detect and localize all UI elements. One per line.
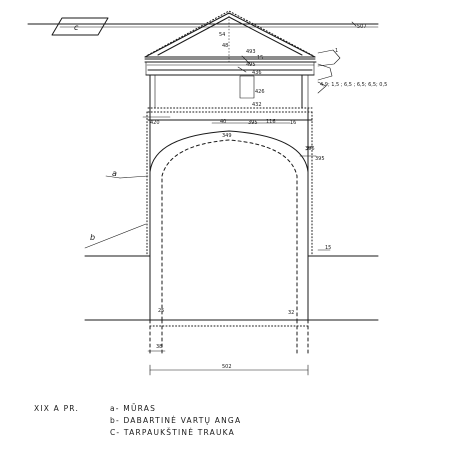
legend-b: b- DABARTINĖ VARTŲ ANGA [110, 416, 241, 425]
dim-38: 38 [156, 344, 162, 350]
dim-pediment-top: 54 [219, 32, 225, 38]
dim-396-r: 396 [305, 146, 315, 152]
ground-lines: 15 25 32 [84, 245, 379, 327]
dim-15-lvl: 15 [325, 245, 331, 251]
dim-15: 15 [257, 55, 263, 61]
right-note: 4,9; 1,5 ; 6,5 ; 6,5; 6,5; 0,5 [320, 82, 387, 88]
dim-426: 426 [255, 89, 265, 95]
dim-349: 349 [222, 133, 232, 139]
legend-period: XIX A PR. [34, 404, 79, 413]
dim-48: 48 [222, 43, 228, 49]
dim-32-r: 32 [288, 310, 294, 316]
dim-116: 116 [266, 119, 276, 125]
dim-507: 507 [357, 24, 367, 30]
legend-c: C- TARPAUKŠTINĖ TRAUKA [110, 428, 235, 437]
leaders: a b [84, 169, 149, 249]
dim-16: 16 [290, 120, 296, 126]
dim-436: 436 [252, 70, 262, 76]
legend: XIX A PR. a- MŪRAS b- DABARTINĖ VARTŲ AN… [34, 404, 241, 437]
dim-420: 420 [150, 120, 160, 126]
dim-25: 25 [158, 308, 164, 314]
dim-493: 493 [246, 49, 256, 55]
label-b: b [90, 233, 95, 242]
dim-502: 502 [222, 364, 232, 370]
bottom-dimensions: 38 502 [147, 344, 309, 376]
interfloor-line: c 507 [27, 17, 379, 36]
dim-395-r: 395 [315, 156, 325, 162]
dim-495: 495 [246, 62, 256, 68]
foundations [149, 319, 309, 357]
arch-top-levels: 420 395 40 116 349 16 [142, 116, 313, 139]
legend-a: a- MŪRAS [110, 404, 156, 413]
dim-432: 432 [252, 102, 262, 108]
dim-40: 40 [220, 119, 226, 125]
label-a: a [112, 169, 117, 178]
right-annotations: 1 4,9; 1,5 ; 6,5 ; 6,5; 6,5; 0,5 [317, 48, 387, 94]
pediment: 54 48 493 15 495 436 [144, 10, 317, 76]
frieze: 426 432 [147, 74, 313, 113]
gate-arch: 396 395 [146, 107, 325, 321]
dim-1a: 1 [335, 48, 338, 54]
label-c: c [74, 23, 79, 32]
